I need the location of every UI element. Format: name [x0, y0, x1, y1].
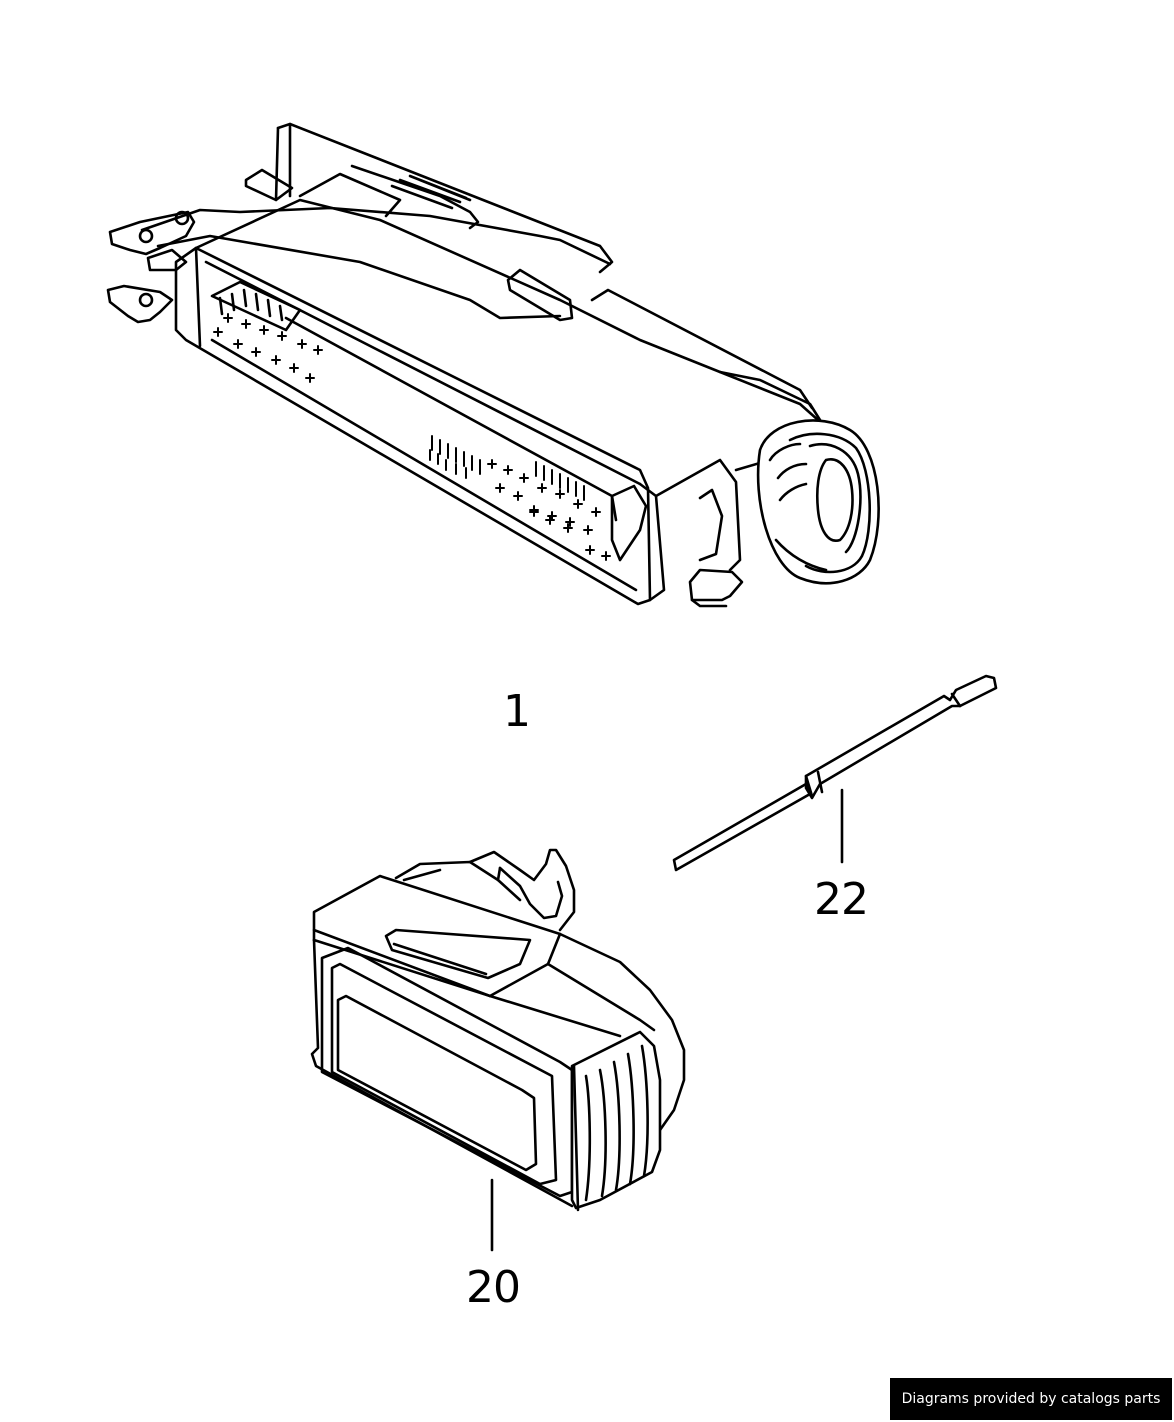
- connector-housing-drawing: [310, 848, 686, 1212]
- control-unit-drawing: [106, 122, 880, 608]
- release-pin-drawing: [672, 674, 998, 872]
- credit-text: Diagrams provided by catalogs parts: [901, 1391, 1161, 1407]
- credit-banner: Diagrams provided by catalogs parts: [890, 1378, 1172, 1420]
- callout-part-1: 1: [503, 686, 531, 737]
- callout-part-20: 20: [466, 1262, 521, 1313]
- callout-part-22: 22: [814, 874, 869, 925]
